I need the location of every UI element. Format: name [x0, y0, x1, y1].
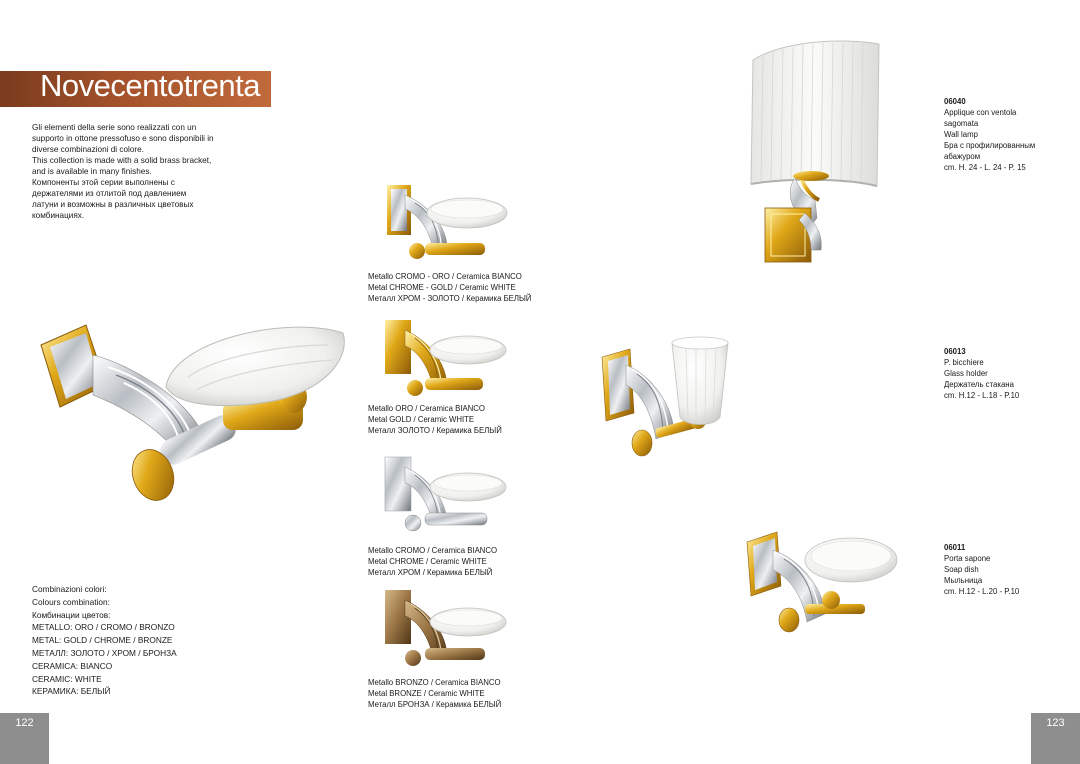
- spec-line: cm. H.12 - L.18 - P.10: [944, 391, 1020, 400]
- caption-line-it: Metallo BRONZO / Ceramica BIANCO: [368, 678, 501, 687]
- variant-caption: Metallo CROMO / Ceramica BIANCO Metal CH…: [368, 545, 497, 578]
- intro-line: держателями из отлитой под давлением: [32, 189, 187, 198]
- spec-line: cm. H. 24 - L. 24 - P. 15: [944, 163, 1026, 172]
- variant-caption: Metallo CROMO - ORO / Ceramica BIANCO Me…: [368, 271, 532, 304]
- intro-line: латуни и возможны в различных цветовых: [32, 200, 194, 209]
- page-title: Novecentotrenta: [40, 68, 260, 103]
- spec-line: Porta sapone: [944, 554, 991, 563]
- variant-chrome-image: [384, 456, 507, 532]
- spec-line: Applique con ventola: [944, 108, 1017, 117]
- combo-line: METAL: GOLD / CHROME / BRONZE: [32, 635, 173, 646]
- wall-lamp-image: [750, 40, 880, 263]
- spec-line: абажуром: [944, 152, 981, 161]
- combo-line: Colours combination:: [32, 596, 110, 607]
- spec-line: P. bicchiere: [944, 358, 984, 367]
- intro-line: Компоненты этой серии выполнены с: [32, 178, 175, 187]
- spec-line: Бра с профилированным: [944, 141, 1036, 150]
- product-spec-06013: 06013 P. bicchiere Glass holder Держател…: [944, 346, 1019, 401]
- intro-line: This collection is made with a solid bra…: [32, 156, 212, 165]
- caption-line-en: Metal CHROME - GOLD / Ceramic WHITE: [368, 283, 516, 292]
- combo-line: METALLO: ORO / CROMO / BRONZO: [32, 622, 175, 633]
- variant-caption: Metallo ORO / Ceramica BIANCO Metal GOLD…: [368, 403, 502, 436]
- spec-line: Glass holder: [944, 369, 988, 378]
- combo-line: CERAMIC: WHITE: [32, 673, 102, 684]
- product-spec-06040: 06040 Applique con ventola sagomata Wall…: [944, 96, 1035, 173]
- caption-line-en: Metal GOLD / Ceramic WHITE: [368, 415, 475, 424]
- intro-line: and is available in many finishes.: [32, 167, 152, 176]
- caption-line-ru: Металл ЗОЛОТО / Керамика БЕЛЫЙ: [368, 426, 502, 435]
- variant-gold-image: [385, 320, 507, 396]
- product-code: 06013: [944, 347, 966, 356]
- product-code: 06011: [944, 543, 966, 552]
- caption-line-ru: Металл ХРОМ - ЗОЛОТО / Керамика БЕЛЫЙ: [368, 294, 532, 303]
- caption-line-it: Metallo CROMO - ORO / Ceramica BIANCO: [368, 272, 522, 281]
- combo-line: Комбинации цветов:: [32, 609, 111, 620]
- intro-line: diverse combinazioni di colore.: [32, 145, 144, 154]
- page-number-left: 122: [0, 713, 49, 764]
- spec-line: Soap dish: [944, 565, 979, 574]
- spec-line: cm. H.12 - L.20 - P.10: [944, 587, 1020, 596]
- combo-line: Combinazioni colori:: [32, 584, 107, 594]
- caption-line-it: Metallo CROMO / Ceramica BIANCO: [368, 546, 498, 555]
- intro-line: Gli elementi della serie sono realizzati…: [32, 123, 197, 132]
- variant-caption: Metallo BRONZO / Ceramica BIANCO Metal B…: [368, 677, 501, 710]
- variant-chrome-gold-image: [387, 185, 508, 259]
- combo-line: МЕТАЛЛ: ЗОЛОТО / ХРОМ / БРОНЗА: [32, 647, 177, 658]
- caption-line-ru: Металл ХРОМ / Керамика БЕЛЫЙ: [368, 568, 493, 577]
- spec-line: Wall lamp: [944, 130, 978, 139]
- caption-line-ru: Металл БРОНЗА / Керамика БЕЛЫЙ: [368, 700, 502, 709]
- spec-line: Мыльница: [944, 576, 983, 585]
- variant-bronze-image: [385, 590, 507, 666]
- product-code: 06040: [944, 97, 966, 106]
- caption-line-en: Metal BRONZE / Ceramic WHITE: [368, 689, 485, 698]
- combo-line: КЕРАМИКА: БЕЛЫЙ: [32, 686, 111, 697]
- caption-line-it: Metallo ORO / Ceramica BIANCO: [368, 404, 485, 413]
- page-number-text: 123: [1046, 717, 1065, 729]
- glass-holder-image: [601, 336, 729, 457]
- spec-line: Держатель стакана: [944, 380, 1014, 389]
- product-spec-06011: 06011 Porta sapone Soap dish Мыльница cm…: [944, 542, 1019, 597]
- intro-line: supporto in ottone pressofuso e sono dis…: [32, 134, 214, 143]
- spec-line: sagomata: [944, 119, 979, 128]
- intro-line: комбинациях.: [32, 211, 85, 220]
- page-number-text: 122: [15, 717, 34, 729]
- soap-dish-image: [746, 531, 898, 633]
- page-number-right: 123: [1031, 713, 1080, 764]
- intro-text: Gli elementi della serie sono realizzati…: [32, 122, 232, 221]
- combo-line: CERAMICA: BIANCO: [32, 660, 113, 671]
- title-banner: [0, 71, 271, 107]
- caption-line-en: Metal CHROME / Ceramic WHITE: [368, 557, 487, 566]
- colour-combinations: Combinazioni colori: Colours combination…: [32, 583, 177, 698]
- soap-dish-hero-image: [40, 324, 345, 501]
